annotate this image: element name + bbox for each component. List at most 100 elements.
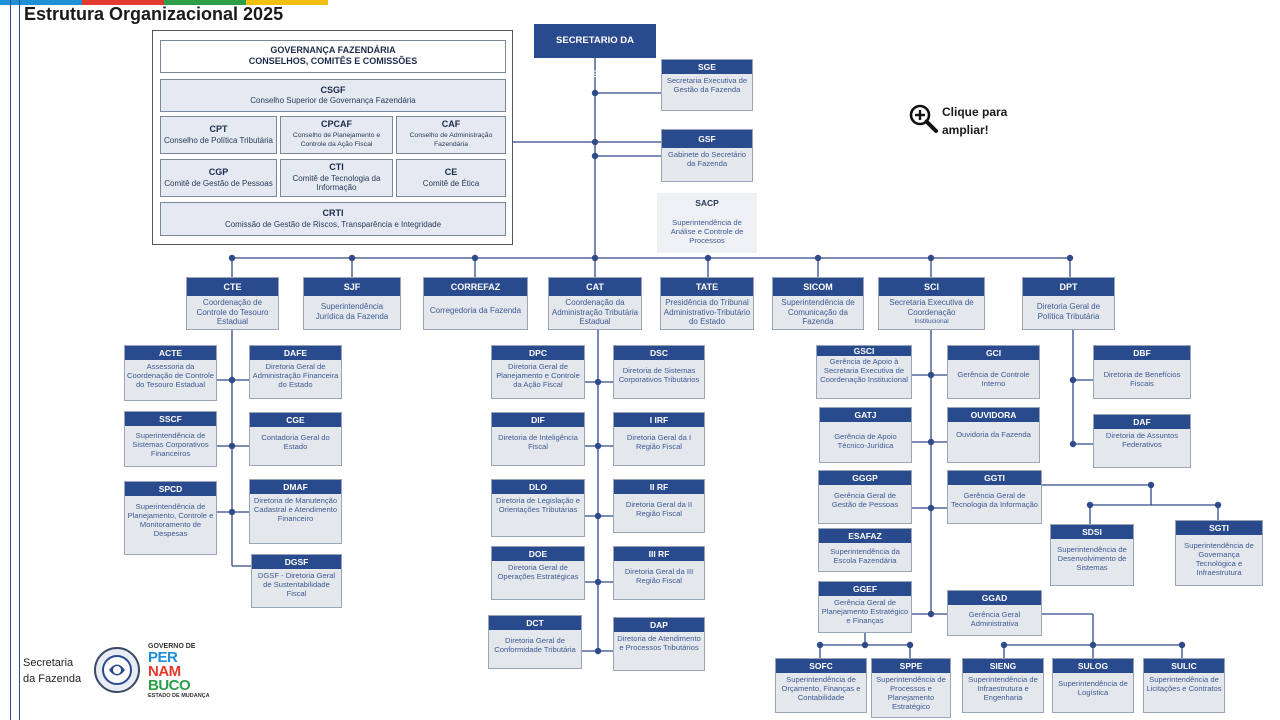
- org-name-line2: da Fazenda: [23, 673, 82, 685]
- dlo-name: Diretoria de Legislação e Orientações Tr…: [495, 496, 580, 514]
- unit-dct[interactable]: DCT Diretoria Geral de Conformidade Trib…: [488, 615, 582, 669]
- gatj-code: GATJ: [820, 408, 911, 422]
- zoom-label-line1: Clique para: [942, 105, 1008, 119]
- staff-sge[interactable]: SGE Secretaria Executiva de Gestão da Fa…: [661, 59, 753, 111]
- dept-cte[interactable]: CTE Coordenação de Controle do Tesouro E…: [186, 277, 279, 330]
- doe-name: Diretoria Geral de Operações Estratégica…: [497, 563, 579, 581]
- unit-dafe[interactable]: DAFE Diretoria Geral de Administração Fi…: [249, 345, 342, 399]
- unit-gsci[interactable]: GSCI Gerência de Apoio à Secretaria Exec…: [816, 345, 912, 399]
- ggef-code: GGEF: [819, 582, 911, 596]
- unit-spcd[interactable]: SPCD Superintendência de Planejamento, C…: [124, 481, 217, 555]
- dept-sicom[interactable]: SICOM Superintendência de Comunicação da…: [772, 277, 864, 330]
- council-caf[interactable]: CAF Conselho de Administração Fazendária: [396, 116, 506, 154]
- correfaz-name: Corregedoria da Fazenda: [429, 306, 522, 315]
- unit-acte[interactable]: ACTE Assessoria da Coordenação de Contro…: [124, 345, 217, 401]
- unit-ii-rf[interactable]: II RF Diretoria Geral da II Região Fisca…: [613, 479, 705, 533]
- unit-sulic[interactable]: SULIC Superintendência de Licitações e C…: [1143, 658, 1225, 713]
- gci-name: Gerência de Controle Interno: [957, 370, 1030, 388]
- ggad-name: Gerência Geral Administrativa: [968, 610, 1021, 628]
- unit-ggef[interactable]: GGEF Gerência Geral de Planejamento Estr…: [818, 581, 912, 633]
- sci-code: SCI: [879, 278, 984, 296]
- sulog-name: Superintendência de Logística: [1058, 679, 1128, 697]
- cti-code: CTI: [329, 162, 344, 173]
- unit-dif[interactable]: DIF Diretoria de Inteligência Fiscal: [491, 412, 585, 466]
- unit-dgsf[interactable]: DGSF DGSF - Diretoria Geral de Sustentab…: [251, 554, 342, 608]
- unit-dap[interactable]: DAP Diretoria de Atendimento e Processos…: [613, 617, 705, 671]
- unit-dlo[interactable]: DLO Diretoria de Legislação e Orientaçõe…: [491, 479, 585, 537]
- cgp-name: Comitê de Gestão de Pessoas: [164, 178, 273, 188]
- dept-correfaz[interactable]: CORREFAZ Corregedoria da Fazenda: [423, 277, 528, 330]
- dept-sci[interactable]: SCI Secretaria Executiva de Coordenação …: [878, 277, 985, 330]
- governance-header-line1: GOVERNANÇA FAZENDÁRIA: [270, 45, 396, 55]
- staff-sacp[interactable]: SACP Superintendência de Análise e Contr…: [657, 193, 757, 253]
- council-cpt[interactable]: CPT Conselho de Política Tributária: [160, 116, 277, 154]
- unit-sofc[interactable]: SOFC Superintendência de Orçamento, Fina…: [775, 658, 867, 713]
- unit-ouvidora[interactable]: OUVIDORA Ouvidoria da Fazenda: [947, 407, 1040, 463]
- unit-esafaz[interactable]: ESAFAZ Superintendência da Escola Fazend…: [818, 528, 912, 572]
- unit-daf[interactable]: DAF Diretoria de Assuntos Federativos: [1093, 414, 1191, 468]
- council-cpcaf[interactable]: CPCAF Conselho de Planejamento e Control…: [280, 116, 393, 154]
- governance-header-line2: CONSELHOS, COMITÊS E COMISSÕES: [248, 55, 418, 66]
- unit-sieng[interactable]: SIENG Superintendência de Infraestrutura…: [962, 658, 1044, 713]
- governance-header: GOVERNANÇA FAZENDÁRIA CONSELHOS, COMITÊS…: [160, 40, 506, 73]
- zoom-in-icon: [909, 104, 938, 133]
- dept-sjf[interactable]: SJF Superintendência Jurídica da Fazenda: [303, 277, 401, 330]
- committee-cgp[interactable]: CGP Comitê de Gestão de Pessoas: [160, 159, 277, 197]
- ii-rf-code: II RF: [614, 480, 704, 494]
- unit-dsc[interactable]: DSC Diretoria de Sistemas Corporativos T…: [613, 345, 705, 399]
- dept-cat[interactable]: CAT Coordenação da Administração Tributá…: [548, 277, 642, 330]
- cpcaf-name: Conselho de Planejamento e Controle da A…: [292, 131, 381, 149]
- unit-sdsi[interactable]: SDSI Superintendência de Desenvolvimento…: [1050, 524, 1134, 586]
- commission-crti[interactable]: CRTI Comissão de Gestão de Riscos, Trans…: [160, 202, 506, 236]
- unit-gggp[interactable]: GGGP Gerência Geral de Gestão de Pessoas: [818, 470, 912, 524]
- sci-note: Institucional: [914, 318, 949, 325]
- esafaz-name: Superintendência da Escola Fazendária: [830, 547, 900, 565]
- gggp-code: GGGP: [819, 471, 911, 485]
- unit-dmaf[interactable]: DMAF Diretoria de Manutenção Cadastral e…: [249, 479, 342, 544]
- ggti-name: Gerência Geral de Tecnologia da Informaç…: [951, 491, 1038, 509]
- unit-dpc[interactable]: DPC Diretoria Geral de Planejamento e Co…: [491, 345, 585, 399]
- unit-ggad[interactable]: GGAD Gerência Geral Administrativa: [947, 590, 1042, 636]
- dept-dpt[interactable]: DPT Diretoria Geral de Política Tributár…: [1022, 277, 1115, 330]
- dif-name: Diretoria de Inteligência Fiscal: [498, 433, 578, 451]
- unit-gci[interactable]: GCI Gerência de Controle Interno: [947, 345, 1040, 399]
- left-rule-2: [19, 0, 20, 720]
- unit-dbf[interactable]: DBF Diretoria de Benefícios Fiscais: [1093, 345, 1191, 399]
- staff-gsf[interactable]: GSF Gabinete do Secretário da Fazenda: [661, 129, 753, 182]
- unit-sgti[interactable]: SGTI Superintendência de Governança Tecn…: [1175, 520, 1263, 586]
- dept-tate[interactable]: TATE Presidência do Tribunal Administrat…: [660, 277, 754, 330]
- secretary-box[interactable]: SECRETARIO DA FAZENDA: [534, 24, 656, 80]
- dsc-code: DSC: [614, 346, 704, 360]
- dafe-code: DAFE: [250, 346, 341, 360]
- unit-doe[interactable]: DOE Diretoria Geral de Operações Estraté…: [491, 546, 585, 600]
- zoom-label: Clique para ampliar!: [942, 103, 1007, 139]
- unit-ggti[interactable]: GGTI Gerência Geral de Tecnologia da Inf…: [947, 470, 1042, 524]
- zoom-hint[interactable]: Clique para ampliar!: [908, 101, 1038, 141]
- dafe-name: Diretoria Geral de Administração Finance…: [252, 362, 339, 389]
- sieng-name: Superintendência de Infraestrutura e Eng…: [968, 675, 1038, 702]
- gov-big-2: NAM: [148, 663, 181, 680]
- council-csgf[interactable]: CSGF Conselho Superior de Governança Faz…: [160, 79, 506, 112]
- dlo-code: DLO: [492, 480, 584, 494]
- unit-i-irf[interactable]: I IRF Diretoria Geral da I Região Fiscal: [613, 412, 705, 466]
- sjf-code: SJF: [304, 278, 400, 296]
- unit-cge[interactable]: CGE Contadoria Geral do Estado: [249, 412, 342, 466]
- gov-big-1: PER: [148, 649, 178, 666]
- acte-name: Assessoria da Coordenação de Controle do…: [127, 362, 214, 389]
- sdsi-code: SDSI: [1051, 525, 1133, 539]
- stripe-red: [82, 0, 164, 5]
- unit-sulog[interactable]: SULOG Superintendência de Logística: [1052, 658, 1134, 713]
- committee-cti[interactable]: CTI Comitê de Tecnologia da Informação: [280, 159, 393, 197]
- unit-iii-rf[interactable]: III RF Diretoria Geral da III Região Fis…: [613, 546, 705, 600]
- cpcaf-code: CPCAF: [321, 119, 352, 130]
- esafaz-code: ESAFAZ: [819, 529, 911, 543]
- dpt-name: Diretoria Geral de Política Tributária: [1036, 302, 1101, 321]
- cte-name: Coordenação de Controle do Tesouro Estad…: [196, 298, 269, 326]
- unit-gatj[interactable]: GATJ Gerência de Apoio Técnico-Jurídica: [819, 407, 912, 463]
- committee-ce[interactable]: CE Comitê de Ética: [396, 159, 506, 197]
- ii-rf-name: Diretoria Geral da II Região Fiscal: [625, 500, 693, 518]
- unit-sscf[interactable]: SSCF Superintendência de Sistemas Corpor…: [124, 411, 217, 467]
- ggef-name: Gerência Geral de Planejamento Estratégi…: [821, 598, 909, 625]
- unit-sppe[interactable]: SPPE Superintendência de Processos e Pla…: [871, 658, 951, 718]
- sulic-name: Superintendência de Licitações e Contrat…: [1146, 675, 1222, 693]
